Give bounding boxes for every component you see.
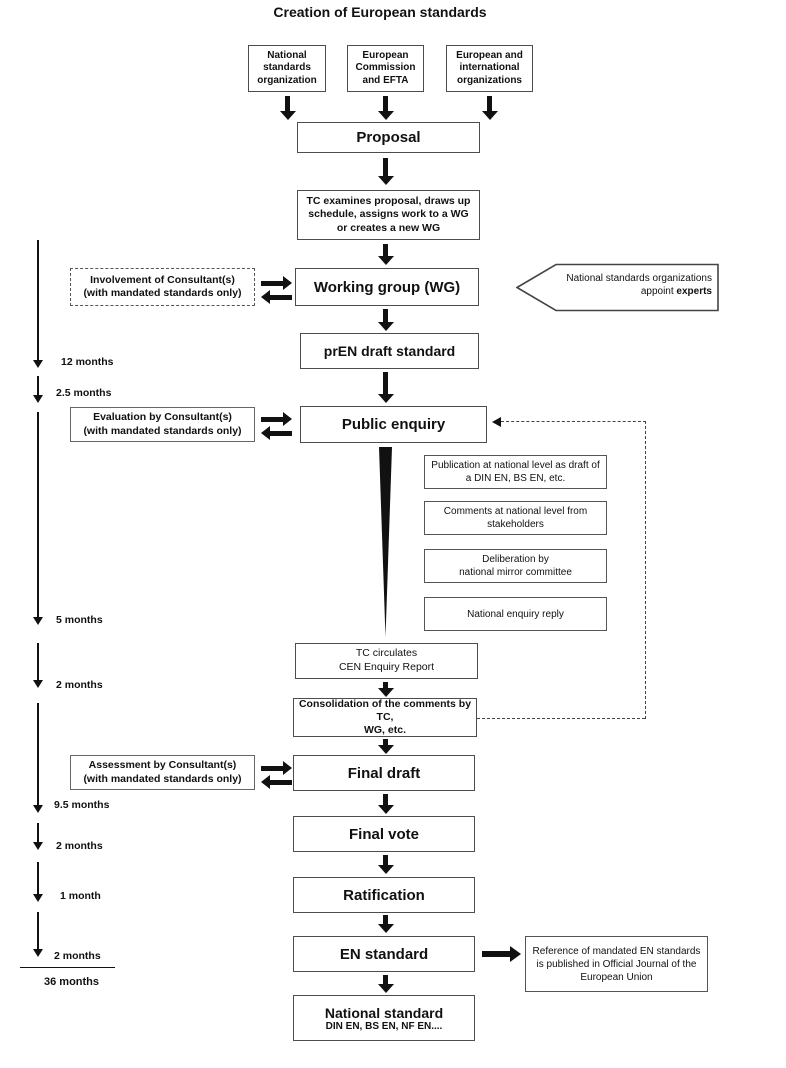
timeline-segment [37, 862, 39, 894]
timeline-arrowhead [33, 949, 43, 957]
callout-pentagon [516, 263, 719, 312]
timeline-arrowhead [33, 842, 43, 850]
timeline-arrowhead [33, 360, 43, 368]
step-tc-examines: TC examines proposal, draws up schedule,… [297, 190, 480, 240]
source-box-national-standards-organization: National standards organization [248, 45, 326, 92]
reference-official-journal-box: Reference of mandated EN standards is pu… [525, 936, 708, 992]
national-step-comments: Comments at national level from stakehol… [424, 501, 607, 535]
timeline-label-2-5-months: 2.5 months [56, 387, 112, 399]
timeline-label-5-months: 5 months [56, 614, 103, 626]
step-ratification: Ratification [293, 877, 475, 913]
timeline-segment [37, 703, 39, 805]
national-step-enquiry-reply: National enquiry reply [424, 597, 607, 631]
exchange-arrow-right [261, 761, 292, 775]
timeline-segment [37, 240, 39, 360]
timeline-segment [37, 412, 39, 617]
dashed-line [501, 421, 646, 422]
consultant-evaluation-box: Evaluation by Consultant(s) (with mandat… [70, 407, 255, 442]
timeline-segment [37, 376, 39, 395]
step-public-enquiry: Public enquiry [300, 406, 487, 443]
down-arrow [377, 244, 394, 265]
timeline-segment [37, 643, 39, 680]
source-box-european-commission-efta: European Commission and EFTA [347, 45, 424, 92]
down-arrow [377, 915, 394, 933]
national-step-publication: Publication at national level as draft o… [424, 455, 607, 489]
exchange-arrow-right [261, 412, 292, 426]
down-arrow [377, 158, 394, 185]
national-standard-title: National standard [324, 1004, 444, 1021]
timeline-segment [37, 912, 39, 949]
national-step-deliberation: Deliberation by national mirror committe… [424, 549, 607, 583]
timeline-arrowhead [33, 894, 43, 902]
exchange-arrow-left [261, 775, 292, 789]
down-arrow [377, 309, 394, 331]
down-arrow [481, 96, 498, 120]
callout-line2: appoint experts [640, 286, 712, 297]
timeline-label-1-month: 1 month [60, 890, 101, 902]
dashed-arrowhead-left [492, 417, 501, 427]
timeline-label-2-months-c: 2 months [54, 950, 101, 962]
consultant-involvement-box: Involvement of Consultant(s) (with manda… [70, 268, 255, 306]
step-final-vote: Final vote [293, 816, 475, 852]
source-box-european-international-organizations: European and international organizations [446, 45, 533, 92]
step-en-standard: EN standard [293, 936, 475, 972]
step-proposal: Proposal [297, 122, 480, 153]
timeline-arrowhead [33, 395, 43, 403]
down-arrow [377, 975, 394, 993]
exchange-arrow-left [261, 290, 292, 304]
timeline-total-label: 36 months [44, 976, 100, 988]
timeline-arrowhead [33, 680, 43, 688]
step-tc-circulates: TC circulates CEN Enquiry Report [295, 643, 478, 679]
down-arrow [279, 96, 296, 120]
step-national-standard: National standard DIN EN, BS EN, NF EN..… [293, 995, 475, 1041]
timeline-label-12-months: 12 months [61, 356, 114, 368]
exchange-arrow-right [261, 276, 292, 290]
step-pren-draft: prEN draft standard [300, 333, 479, 369]
timeline-arrowhead [33, 617, 43, 625]
reference-arrow-right [482, 945, 521, 962]
timeline-total-rule [20, 967, 115, 968]
national-standard-sub: DIN EN, BS EN, NF EN.... [325, 1020, 443, 1032]
long-down-arrow [379, 447, 392, 637]
timeline-label-2-months-b: 2 months [56, 840, 103, 852]
down-arrow [377, 794, 394, 814]
down-arrow [377, 739, 394, 754]
callout-line1: National standards organizations [566, 273, 712, 284]
consultant-assessment-box: Assessment by Consultant(s) (with mandat… [70, 755, 255, 790]
page-title: Creation of European standards [273, 4, 487, 20]
timeline-label-2-months-a: 2 months [56, 679, 103, 691]
step-working-group: Working group (WG) [295, 268, 479, 306]
timeline-arrowhead [33, 805, 43, 813]
down-arrow [377, 372, 394, 403]
callout-text: National standards organizations appoint… [548, 272, 712, 298]
down-arrow [377, 682, 394, 697]
timeline-label-9-5-months: 9.5 months [54, 799, 110, 811]
down-arrow [377, 96, 394, 120]
step-consolidation: Consolidation of the comments by TC, WG,… [293, 698, 477, 737]
exchange-arrow-left [261, 426, 292, 440]
dashed-line [477, 718, 645, 719]
step-final-draft: Final draft [293, 755, 475, 791]
dashed-line [645, 421, 646, 719]
down-arrow [377, 855, 394, 874]
timeline-segment [37, 823, 39, 842]
